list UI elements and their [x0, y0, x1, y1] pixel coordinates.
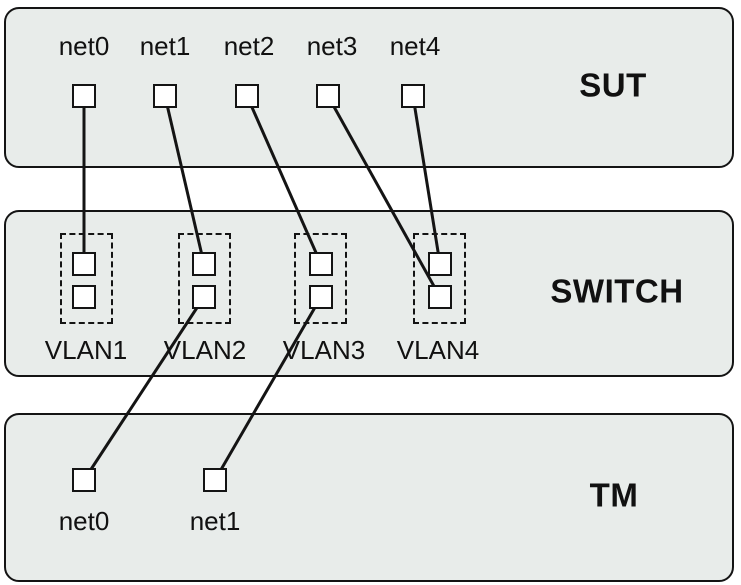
link-sut-net1-vlan2-portA — [163, 95, 206, 265]
vlan1-group-box — [60, 233, 113, 324]
vlan4-group-box — [413, 233, 466, 324]
vlan1-label: VLAN1 — [44, 335, 128, 365]
link-sut-net2-vlan3-portA — [245, 95, 323, 265]
switch-title: SWITCH — [550, 272, 684, 310]
link-sut-net3-vlan4-portB — [326, 95, 442, 298]
switch-box — [4, 210, 734, 377]
sut-port-label-net2: net2 — [223, 31, 275, 61]
sut-box — [4, 7, 734, 168]
tm-title: TM — [589, 476, 639, 514]
link-vlan2-portB-tm-net0 — [82, 296, 206, 481]
vlan4-portA — [428, 252, 452, 276]
vlan3-label: VLAN3 — [282, 335, 366, 365]
link-sut-net4-vlan4-portA — [411, 95, 442, 265]
link-vlan3-portB-tm-net1 — [213, 296, 323, 481]
sut-title: SUT — [579, 66, 647, 104]
vlan4-portB — [428, 285, 452, 309]
tm-port-net1 — [203, 468, 227, 492]
sut-port-label-net0: net0 — [58, 31, 110, 61]
tm-port-net0 — [72, 468, 96, 492]
vlan2-label: VLAN2 — [163, 335, 247, 365]
sut-port-label-net3: net3 — [306, 31, 358, 61]
sut-port-label-net4: net4 — [389, 31, 441, 61]
sut-port-label-net1: net1 — [139, 31, 191, 61]
vlan1-portA — [72, 252, 96, 276]
vlan2-portB — [192, 285, 216, 309]
vlan2-portA — [192, 252, 216, 276]
tm-port-label-net0: net0 — [58, 506, 110, 536]
vlan2-group-box — [178, 233, 231, 324]
vlan3-portA — [309, 252, 333, 276]
vlan1-portB — [72, 285, 96, 309]
sut-port-net0 — [72, 84, 96, 108]
sut-port-net2 — [235, 84, 259, 108]
tm-port-label-net1: net1 — [189, 506, 241, 536]
vlan3-portB — [309, 285, 333, 309]
sut-port-net4 — [401, 84, 425, 108]
sut-port-net1 — [153, 84, 177, 108]
tm-box — [4, 413, 734, 582]
vlan4-label: VLAN4 — [396, 335, 480, 365]
sut-port-net3 — [316, 84, 340, 108]
vlan3-group-box — [294, 233, 347, 324]
